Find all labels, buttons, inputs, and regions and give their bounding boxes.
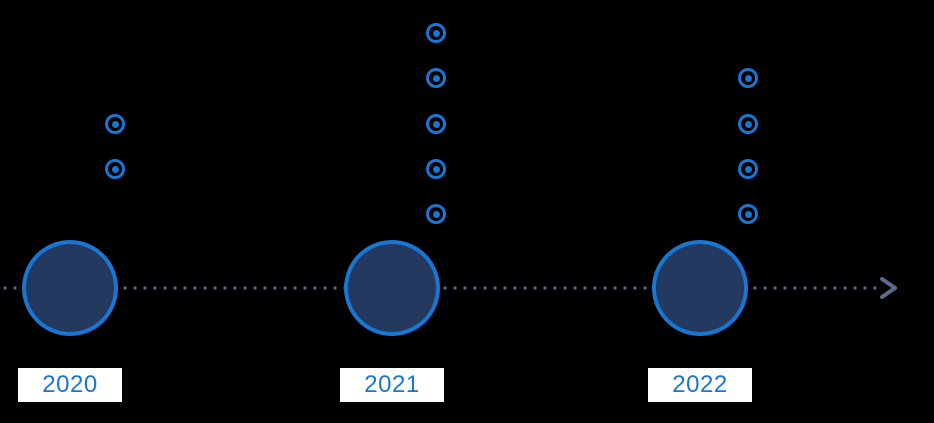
node-dot-2021-2[interactable] [426, 68, 446, 88]
milestone-circle-2022[interactable] [652, 240, 748, 336]
year-label-2021: 2021 [340, 368, 444, 402]
node-dot-2022-3[interactable] [738, 159, 758, 179]
year-label-2022: 2022 [648, 368, 752, 402]
node-dot-2021-3[interactable] [426, 114, 446, 134]
node-dot-2021-1[interactable] [426, 23, 446, 43]
node-dot-2020-2[interactable] [105, 159, 125, 179]
timeline-axis [0, 286, 880, 290]
node-dot-2022-1[interactable] [738, 68, 758, 88]
node-dot-2021-5[interactable] [426, 204, 446, 224]
node-dot-2022-2[interactable] [738, 114, 758, 134]
node-dot-2022-4[interactable] [738, 204, 758, 224]
timeline-arrow-icon [880, 277, 897, 299]
milestone-circle-2021[interactable] [344, 240, 440, 336]
node-dot-2020-1[interactable] [105, 114, 125, 134]
year-label-2020: 2020 [18, 368, 122, 402]
node-dot-2021-4[interactable] [426, 159, 446, 179]
milestone-circle-2020[interactable] [22, 240, 118, 336]
